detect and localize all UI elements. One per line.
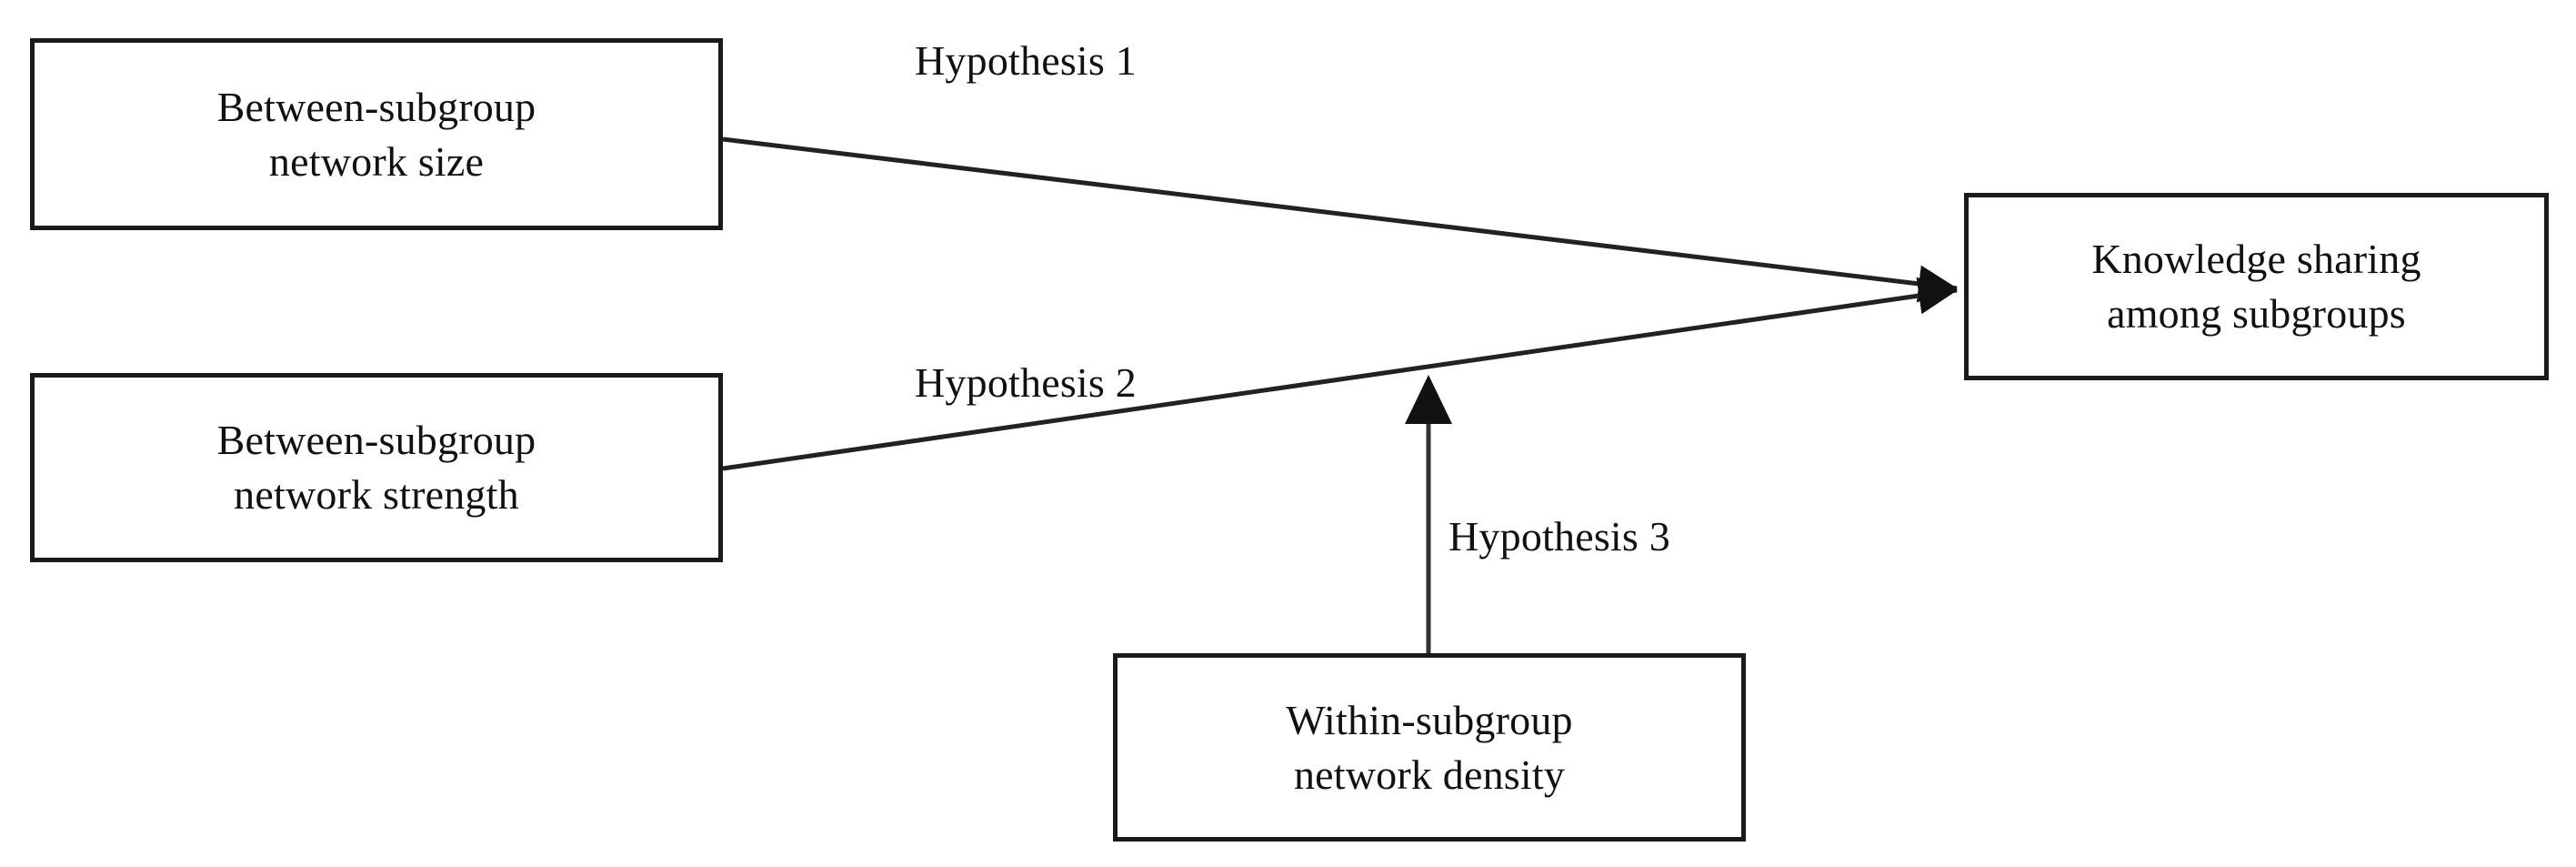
node-label: Between-subgroup network strength: [216, 417, 536, 518]
node-label: Between-subgroup network size: [216, 83, 536, 185]
edge-hypothesis-2: [722, 277, 1958, 471]
node-within-subgroup-network-density[interactable]: Within-subgroup network density: [1113, 653, 1746, 842]
edge-label-hypothesis-3: Hypothesis 3: [1448, 513, 1670, 560]
node-between-subgroup-network-strength[interactable]: Between-subgroup network strength: [30, 373, 723, 562]
edge-label-hypothesis-2: Hypothesis 2: [915, 359, 1137, 406]
node-between-subgroup-network-size[interactable]: Between-subgroup network size: [30, 38, 723, 230]
node-label: Within-subgroup network density: [1286, 696, 1573, 798]
node-label: Knowledge sharing among subgroups: [2091, 236, 2421, 337]
edge-hypothesis-1: [722, 136, 1958, 303]
edge-label-hypothesis-1: Hypothesis 1: [915, 37, 1137, 84]
edge-hypothesis-3-arrowhead: [1405, 375, 1452, 424]
node-knowledge-sharing-among-subgroups[interactable]: Knowledge sharing among subgroups: [1964, 193, 2549, 380]
